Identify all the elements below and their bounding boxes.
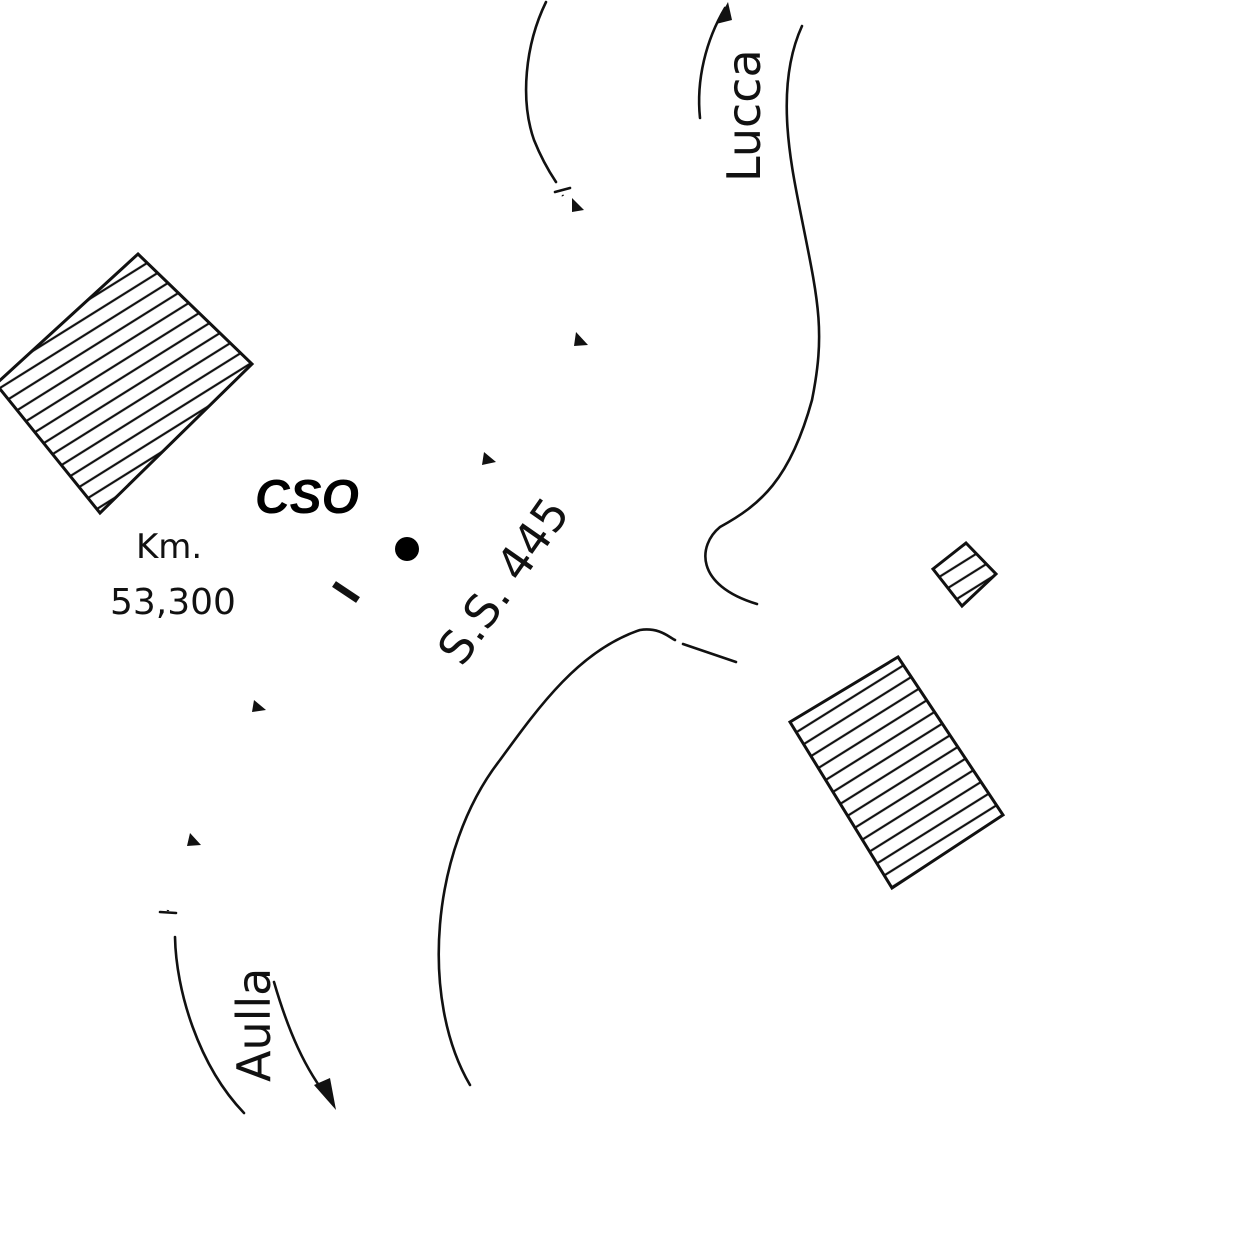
guardrail-inner	[163, 193, 587, 911]
site-code-label: CSO	[255, 471, 359, 524]
building-west	[0, 251, 255, 516]
side-road-edge	[437, 628, 677, 1087]
guardrail-end-top	[553, 186, 572, 194]
road-edge-west-bottom	[173, 935, 246, 1115]
road-edge-west-top	[524, 0, 558, 184]
road-edge-east	[704, 24, 821, 606]
barrier-mark-1	[572, 198, 584, 212]
km-marker-bar	[332, 581, 360, 603]
destination-north-label: Lucca	[717, 49, 771, 182]
road-name-label: S.S. 445	[427, 488, 580, 675]
km-prefix-label: Km.	[136, 527, 202, 567]
building-small-east	[930, 540, 999, 609]
building-southeast	[787, 654, 1006, 891]
barrier-mark-2	[574, 332, 588, 346]
guardrail-end-bottom	[158, 910, 178, 915]
arrow-south-head	[314, 1078, 336, 1110]
destination-south-label: Aulla	[227, 968, 281, 1082]
barrier-mark-5	[187, 833, 201, 846]
barrier-mark-3	[482, 452, 496, 465]
arrow-north-head	[716, 2, 732, 24]
side-road-stub	[681, 642, 738, 664]
site-marker-dot	[395, 537, 419, 561]
km-value-label: 53,300	[110, 582, 236, 623]
barrier-mark-4	[252, 700, 266, 712]
